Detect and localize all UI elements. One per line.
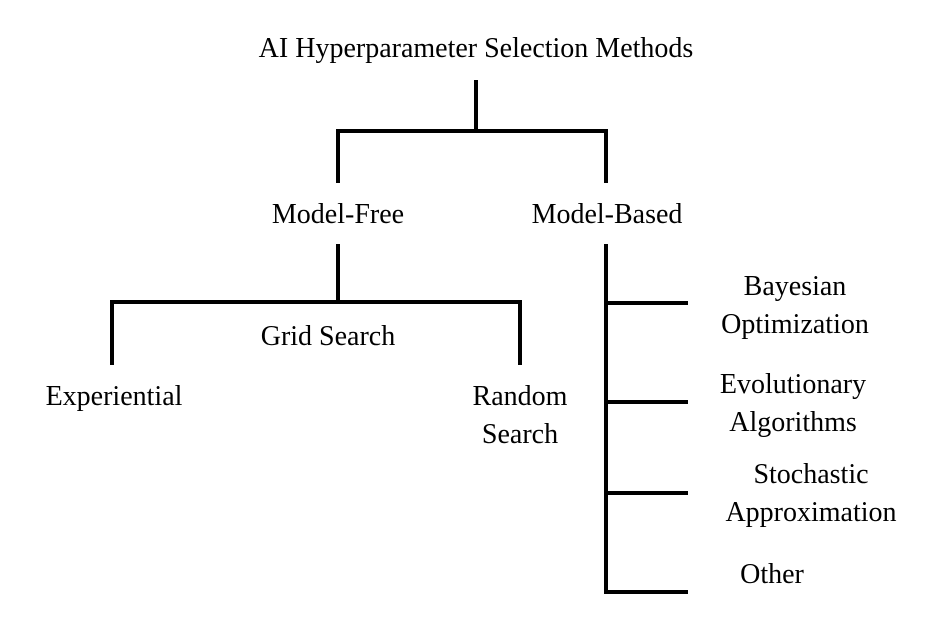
random-search-label: Random Search — [452, 378, 588, 454]
bayesian-line-1: Bayesian — [743, 271, 847, 302]
stochastic-line-2: Approximation — [725, 497, 897, 528]
bayesian-line-2: Optimization — [721, 309, 869, 340]
evolutionary-line-2: Algorithms — [729, 407, 857, 438]
evolutionary-algorithms-label: Evolutionary Algorithms — [698, 366, 888, 442]
experiential-label: Experiential — [45, 381, 183, 412]
random-search-line-1: Random — [472, 381, 568, 412]
grid-search-label: Grid Search — [260, 321, 396, 352]
model-based-label: Model-Based — [531, 199, 683, 230]
evolutionary-line-1: Evolutionary — [719, 369, 867, 400]
random-search-line-2: Search — [481, 419, 559, 450]
bayesian-optimization-label: Bayesian Optimization — [700, 268, 890, 344]
stochastic-line-1: Stochastic — [753, 459, 869, 490]
stochastic-approximation-label: Stochastic Approximation — [706, 456, 916, 532]
model-free-label: Model-Free — [271, 199, 405, 230]
other-label: Other — [740, 559, 804, 590]
diagram-title: AI Hyperparameter Selection Methods — [258, 33, 694, 64]
